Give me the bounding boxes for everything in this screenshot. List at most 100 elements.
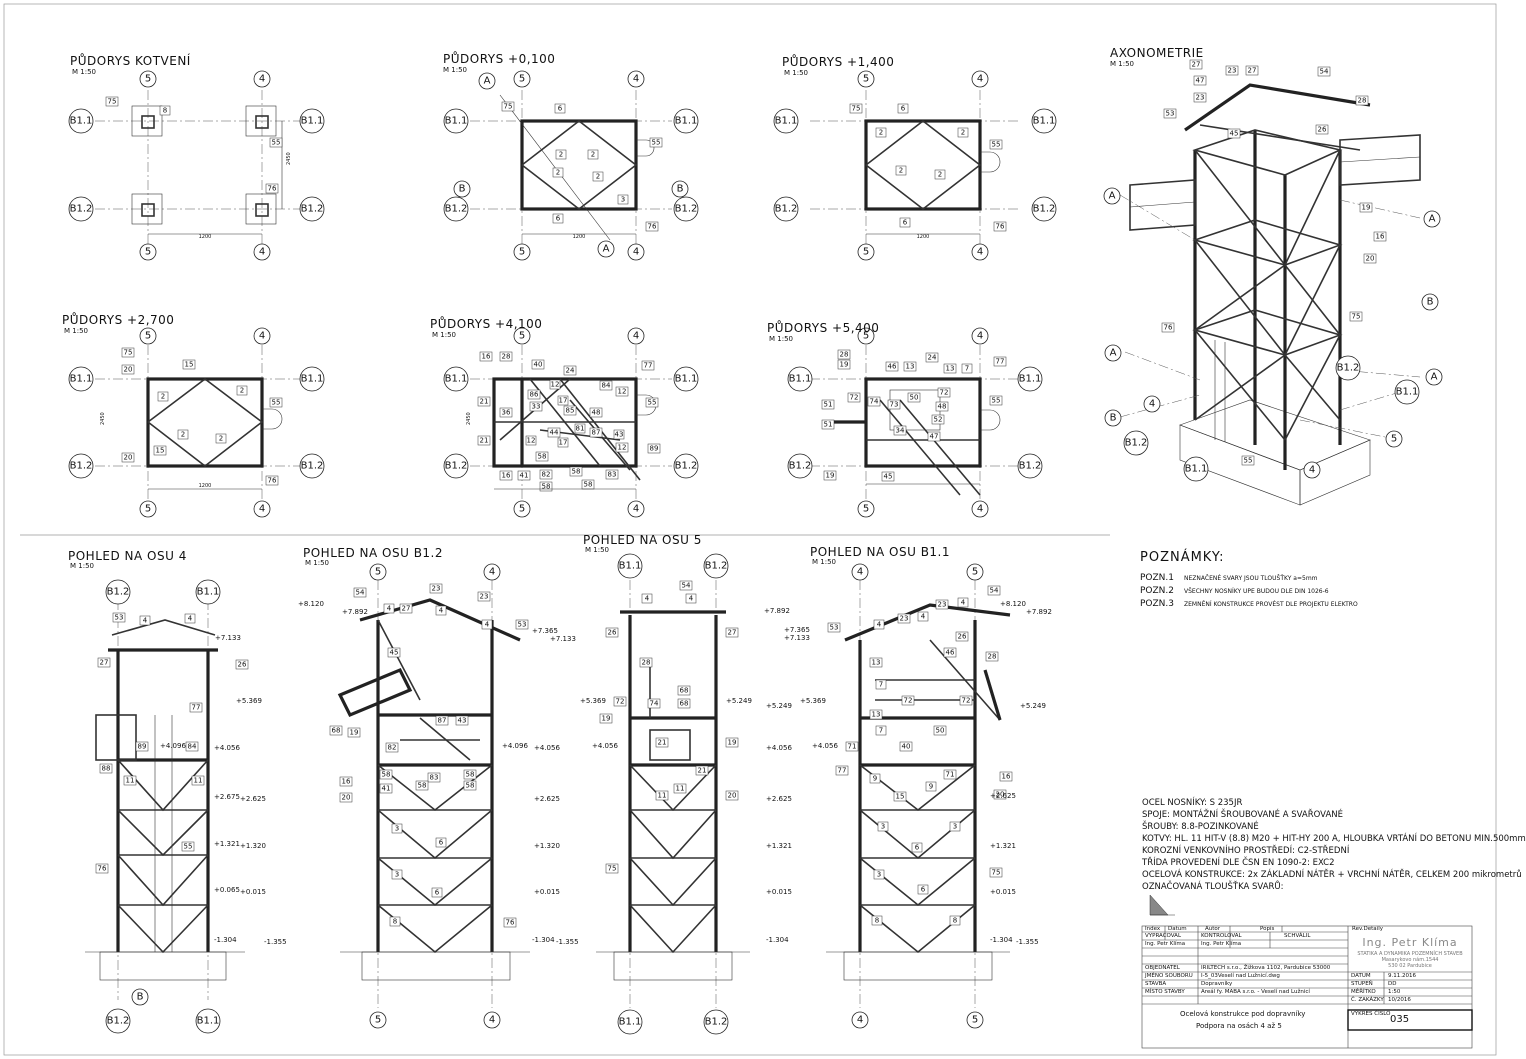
svg-text:47: 47 — [1196, 77, 1205, 85]
svg-text:28: 28 — [502, 353, 511, 361]
svg-text:3: 3 — [877, 871, 881, 879]
svg-text:45: 45 — [1230, 130, 1239, 138]
tb-label: OBJEDNATEL — [1145, 965, 1180, 971]
svg-text:+5.369: +5.369 — [580, 697, 606, 705]
tb-value: Ing. Petr Klíma — [1145, 941, 1186, 947]
tb-value: IRILTECH s.r.o., Žižkova 1102, Pardubice… — [1201, 965, 1331, 971]
svg-text:19: 19 — [350, 729, 359, 737]
svg-text:5: 5 — [519, 504, 525, 515]
svg-text:82: 82 — [542, 471, 551, 479]
svg-text:-1.355: -1.355 — [1016, 938, 1039, 946]
view-title: PŮDORYS +4,100 — [430, 317, 543, 331]
svg-text:B1.1: B1.1 — [197, 1016, 220, 1027]
svg-text:B1.1: B1.1 — [789, 374, 812, 385]
tb-value: 10/2016 — [1388, 997, 1411, 1003]
svg-text:13: 13 — [872, 659, 881, 667]
svg-text:B1.2: B1.2 — [789, 461, 812, 472]
svg-text:75: 75 — [124, 349, 133, 357]
tb-label: JMÉNO SOUBORU — [1145, 973, 1193, 979]
spec-line: KOROZNÍ VENKOVNÍHO PROSTŘEDÍ: C2-STŘEDNÍ — [1142, 846, 1350, 856]
svg-text:4: 4 — [977, 331, 983, 342]
svg-text:5: 5 — [375, 567, 381, 578]
svg-text:B1.2: B1.2 — [1337, 363, 1360, 374]
tb-header-rev: Rev.Detaily — [1352, 926, 1383, 932]
svg-text:+0.015: +0.015 — [766, 888, 792, 896]
svg-text:B1.1: B1.1 — [775, 116, 798, 127]
svg-text:4: 4 — [188, 615, 193, 623]
svg-text:11: 11 — [126, 777, 135, 785]
svg-text:6: 6 — [901, 105, 906, 113]
svg-text:28: 28 — [1358, 97, 1367, 105]
svg-text:4: 4 — [259, 331, 265, 342]
svg-text:16: 16 — [502, 472, 511, 480]
svg-text:13: 13 — [906, 363, 915, 371]
svg-text:+8.120: +8.120 — [1000, 600, 1026, 608]
svg-text:12: 12 — [527, 437, 536, 445]
svg-text:B1.2: B1.2 — [1019, 461, 1042, 472]
svg-text:58: 58 — [466, 782, 475, 790]
engineer-sub: 530 02 Pardubice — [1388, 963, 1432, 969]
svg-text:5: 5 — [145, 504, 151, 515]
svg-text:76: 76 — [268, 185, 277, 193]
tb-header-index: Index — [1145, 926, 1161, 932]
elevation-axis-4: 53 4 4 27 26 77 89 84 88 11 11 55 76 +7.… — [85, 600, 287, 1000]
tb-label: MĚŘÍTKO — [1351, 989, 1376, 995]
svg-text:19: 19 — [826, 472, 835, 480]
svg-text:21: 21 — [480, 437, 489, 445]
svg-text:4: 4 — [1149, 399, 1155, 410]
svg-text:28: 28 — [988, 653, 997, 661]
svg-text:17: 17 — [559, 439, 568, 447]
svg-text:85: 85 — [566, 407, 575, 415]
svg-text:5: 5 — [519, 247, 525, 258]
svg-text:7: 7 — [879, 727, 883, 735]
view-title: POHLED NA OSU 5 — [583, 533, 702, 547]
svg-text:+2.625: +2.625 — [240, 795, 266, 803]
svg-text:A: A — [1109, 191, 1116, 202]
svg-text:54: 54 — [990, 587, 999, 595]
svg-text:4: 4 — [977, 504, 983, 515]
svg-text:4: 4 — [439, 607, 444, 615]
svg-text:+2.675: +2.675 — [214, 793, 240, 801]
svg-text:76: 76 — [98, 865, 107, 873]
svg-text:20: 20 — [124, 366, 133, 374]
svg-text:B1.2: B1.2 — [70, 461, 93, 472]
svg-text:B1.1: B1.1 — [619, 1017, 642, 1028]
svg-text:23: 23 — [1196, 94, 1205, 102]
tb-value: Dopravníky — [1201, 981, 1233, 987]
elevation-axis-5: 54 4 4 26 27 28 68 72 74 68 19 21 19 21 … — [580, 580, 792, 1008]
svg-text:68: 68 — [680, 700, 689, 708]
engineer-sub: Masarykovo nám.1544 — [1381, 957, 1439, 963]
svg-text:5: 5 — [519, 74, 525, 85]
svg-text:76: 76 — [996, 223, 1005, 231]
svg-text:B: B — [1110, 413, 1117, 424]
svg-text:45: 45 — [390, 649, 399, 657]
svg-text:4: 4 — [633, 74, 639, 85]
view-title: PŮDORYS +1,400 — [782, 55, 895, 69]
svg-text:B1.1: B1.1 — [301, 116, 324, 127]
svg-text:55: 55 — [272, 139, 281, 147]
tb-value: 9.11.2016 — [1388, 973, 1416, 979]
tb-label: STAVBA — [1145, 981, 1167, 987]
svg-text:9: 9 — [873, 775, 877, 783]
view-scale: M 1:50 — [1110, 60, 1134, 68]
svg-text:-1.304: -1.304 — [214, 936, 237, 944]
svg-text:B1.1: B1.1 — [675, 116, 698, 127]
svg-text:55: 55 — [648, 399, 657, 407]
svg-text:+0.065: +0.065 — [214, 886, 240, 894]
spec-line: TŘÍDA PROVEDENÍ DLE ČSN EN 1090-2: EXC2 — [1142, 858, 1335, 868]
view-title: AXONOMETRIE — [1110, 46, 1204, 60]
svg-text:58: 58 — [538, 453, 547, 461]
svg-text:+4.056: +4.056 — [812, 742, 838, 750]
svg-text:20: 20 — [1366, 255, 1375, 263]
svg-text:75: 75 — [992, 869, 1001, 877]
svg-text:B1.1: B1.1 — [619, 561, 642, 572]
svg-text:+5.249: +5.249 — [766, 702, 792, 710]
svg-text:5: 5 — [145, 247, 151, 258]
note-text: ZEMNĚNÍ KONSTRUKCE PROVÉST DLE PROJEKTU … — [1184, 601, 1358, 608]
svg-text:75: 75 — [608, 865, 617, 873]
tb-label: KONTROLOVAL — [1201, 933, 1242, 939]
svg-text:8: 8 — [393, 918, 397, 926]
svg-text:23: 23 — [938, 601, 947, 609]
svg-text:2450: 2450 — [286, 152, 292, 165]
drawing-name-1: Ocelová konstrukce pod dopravníky — [1180, 1010, 1306, 1018]
